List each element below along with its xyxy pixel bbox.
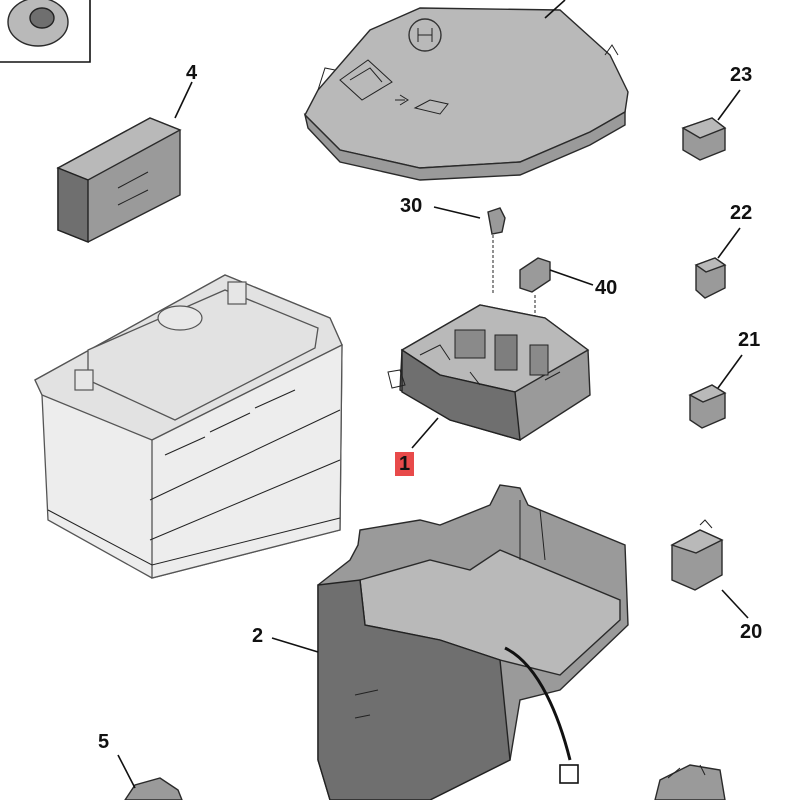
relay-21	[688, 354, 743, 429]
fuse-30	[433, 206, 506, 295]
relay-22	[694, 227, 741, 299]
relay-23	[681, 89, 741, 161]
callout-5: 5	[98, 731, 110, 753]
bracket-bottom-right	[654, 764, 726, 800]
callout-22: 22	[730, 202, 753, 224]
callout-2: 2	[252, 625, 264, 647]
callout-40: 40	[595, 277, 618, 299]
fuse-box-part-1	[387, 304, 591, 449]
callout-30: 30	[400, 195, 423, 217]
callout-20: 20	[740, 621, 763, 643]
part-4-module	[56, 81, 193, 244]
callout-4: 4	[186, 62, 198, 84]
callout-23: 23	[730, 64, 753, 86]
grommet-inset	[0, 0, 91, 63]
callout-21: 21	[738, 329, 761, 351]
fuse-box-housing-part-2	[271, 484, 629, 800]
part-5-bracket	[117, 754, 183, 800]
callout-1: 1	[395, 452, 415, 476]
relay-20	[670, 519, 749, 619]
battery	[34, 274, 343, 579]
fuse-box-cover	[303, 0, 629, 181]
